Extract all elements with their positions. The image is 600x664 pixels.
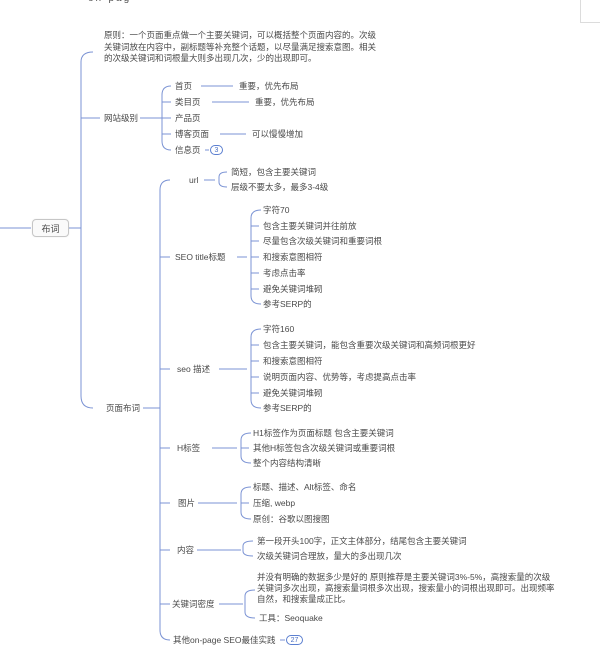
leaf-url-item[interactable]: 层级不要太多，最多3-4级	[231, 181, 329, 192]
node-product-page[interactable]: 产品页	[175, 112, 201, 123]
clipped-top-text: on-pag	[88, 0, 148, 5]
node-onpage-best-practices[interactable]: 其他on-page SEO最佳实践	[173, 634, 276, 645]
leaf-seo-title-item[interactable]: 字符70	[263, 204, 290, 215]
connector-density	[219, 589, 256, 619]
connector-h-tags	[212, 432, 252, 464]
node-page-layout[interactable]: 页面布词	[106, 402, 141, 413]
node-blog-page[interactable]: 博客页面	[175, 128, 210, 139]
collapse-badge-others[interactable]: 27	[286, 635, 303, 645]
connector-url	[204, 171, 228, 188]
leaf-seo-desc-item[interactable]: 字符160	[263, 323, 295, 334]
leaf-seo-title-item[interactable]: 参考SERP的	[263, 298, 312, 309]
leaf-seo-title-item[interactable]: 和搜索意图相符	[263, 251, 323, 262]
leaf-seo-title-item[interactable]: 考虑点击率	[263, 267, 306, 278]
leaf-content-item[interactable]: 次级关键词合理放，量大的多出现几次	[257, 550, 402, 561]
node-category-page-detail[interactable]: 重要，优先布局	[255, 96, 315, 107]
node-url[interactable]: url	[189, 174, 199, 185]
leaf-seo-title-item[interactable]: 包含主要关键词并往前放	[263, 220, 357, 231]
leaf-h-tags-item[interactable]: 其他H标签包含次级关键词或重要词根	[253, 442, 396, 453]
panel-corner	[580, 0, 600, 23]
leaf-images-item[interactable]: 原创：谷歌以图搜图	[253, 513, 330, 524]
collapse-badge-info-page[interactable]: 3	[210, 145, 223, 155]
leaf-images-item[interactable]: 标题、描述、Alt标签、命名	[253, 481, 357, 492]
leaf-seo-title-item[interactable]: 尽量包含次级关键词和重要词根	[263, 235, 383, 246]
leaf-url-item[interactable]: 简短，包含主要关键词	[231, 166, 317, 177]
leaf-seo-title-item[interactable]: 避免关键词堆砌	[263, 283, 323, 294]
node-principle-note[interactable]: 原则：一个页面重点做一个主要关键词，可以概括整个页面内容的。次级关键词放在内容中…	[104, 30, 377, 63]
leaf-seo-desc-item[interactable]: 说明页面内容、优势等，考虑提高点击率	[263, 371, 417, 382]
node-blog-page-detail[interactable]: 可以慢慢增加	[252, 128, 304, 139]
leaf-h-tags-item[interactable]: H1标签作为页面标题 包含主要关键词	[253, 427, 394, 438]
connector-seo-title	[237, 209, 262, 305]
node-site-level[interactable]: 网站级别	[104, 112, 139, 123]
connector-images	[198, 486, 252, 520]
node-home-page-detail[interactable]: 重要，优先布局	[239, 80, 299, 91]
leaf-density-tool[interactable]: 工具：Seoquake	[259, 612, 323, 623]
node-category-page[interactable]: 类目页	[175, 96, 201, 107]
node-content[interactable]: 内容	[177, 544, 195, 555]
leaf-images-item[interactable]: 压缩, webp	[253, 497, 296, 508]
node-seo-desc[interactable]: seo 描述	[177, 363, 211, 374]
root-node[interactable]: 布词	[32, 219, 69, 237]
leaf-seo-desc-item[interactable]: 包含主要关键词，能包含重要次级关键词和高频词根更好	[263, 339, 476, 350]
node-keyword-density[interactable]: 关键词密度	[172, 598, 215, 609]
node-info-page[interactable]: 信息页	[175, 144, 201, 155]
node-h-tags[interactable]: H标签	[177, 442, 201, 453]
node-seo-title[interactable]: SEO title标题	[175, 251, 226, 262]
node-images[interactable]: 图片	[178, 497, 196, 508]
leaf-seo-desc-item[interactable]: 避免关键词堆砌	[263, 387, 323, 398]
connector-seo-desc	[219, 328, 262, 409]
node-home-page[interactable]: 首页	[175, 80, 193, 91]
connector-content	[197, 540, 254, 557]
leaf-seo-desc-item[interactable]: 和搜索意图相符	[263, 355, 323, 366]
leaf-density-note[interactable]: 并没有明确的数据多少是好的 原则推荐是主要关键词3%-5%，高搜索量的次级关键词…	[257, 572, 555, 604]
leaf-h-tags-item[interactable]: 整个内容结构清晰	[253, 457, 322, 468]
leaf-content-item[interactable]: 第一段开头100字，正文主体部分，结尾包含主要关键词	[257, 535, 467, 546]
leaf-seo-desc-item[interactable]: 参考SERP的	[263, 402, 312, 413]
connector-page-layout	[143, 179, 171, 641]
